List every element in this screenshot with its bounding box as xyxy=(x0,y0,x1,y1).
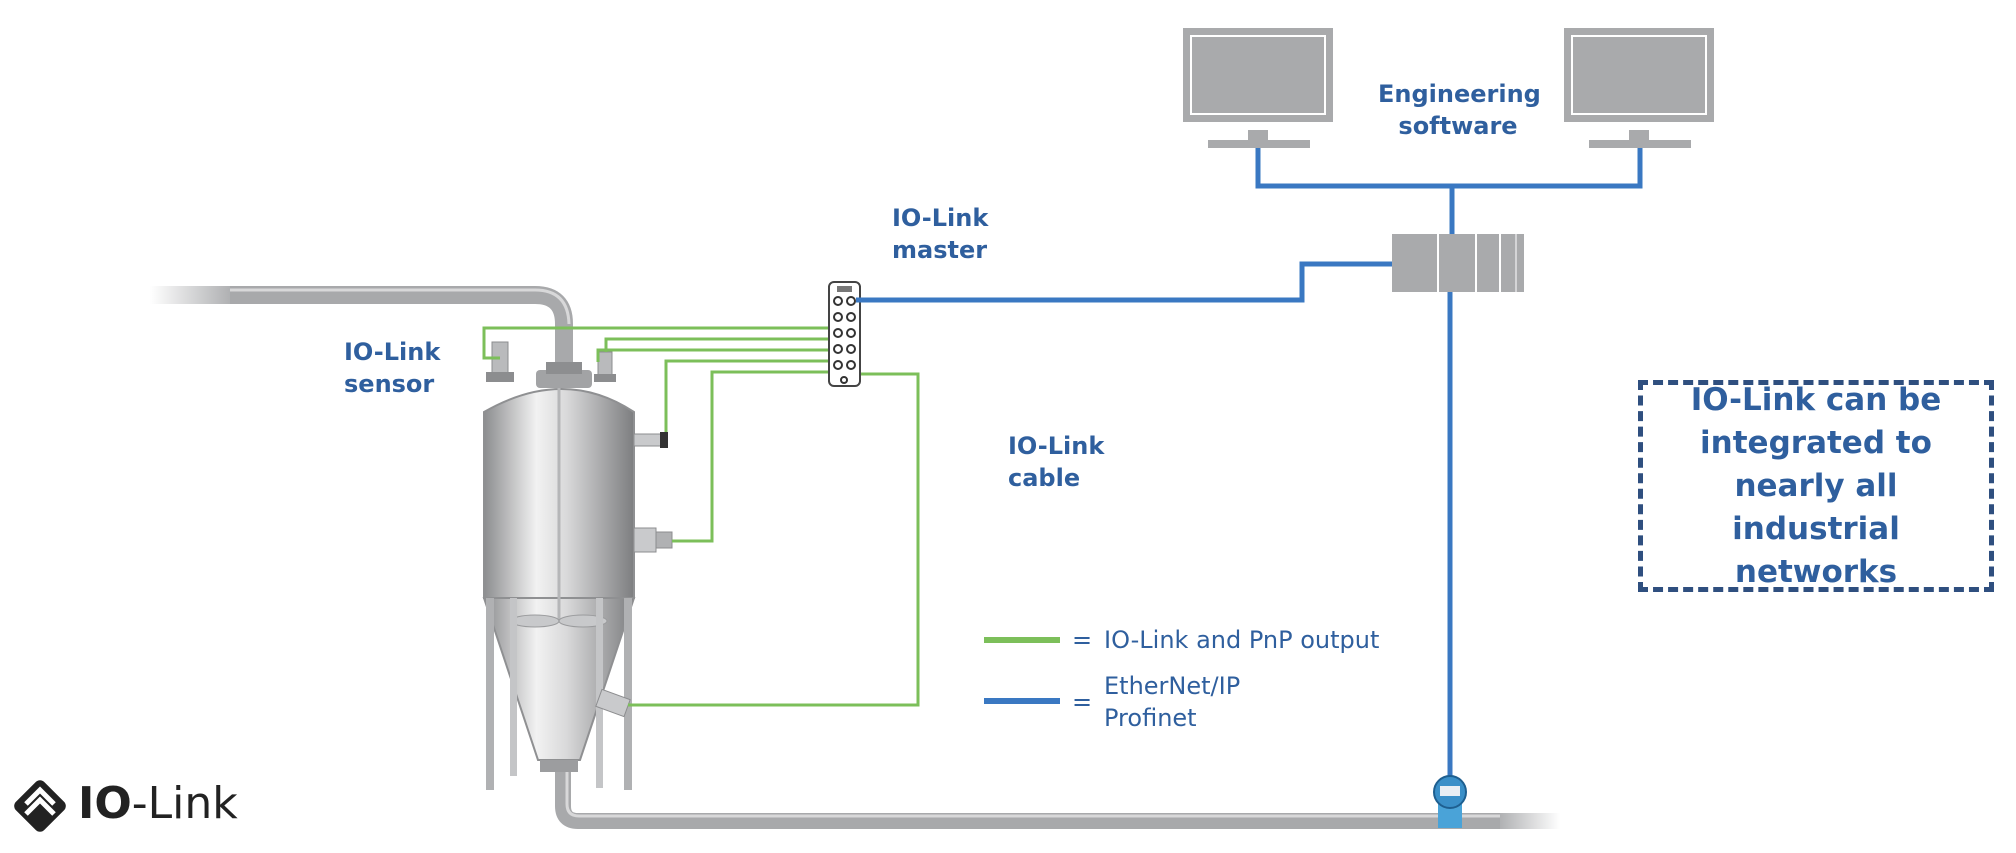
logo-wordmark-bold: IO xyxy=(78,777,132,829)
callout-text: IO-Link can be integrated to nearly all … xyxy=(1690,381,1942,590)
logo-wordmark-rest: -Link xyxy=(131,777,238,829)
monitor-right xyxy=(1564,28,1714,148)
io-link-logo-icon xyxy=(14,780,66,832)
label-io-link-master: IO-Link master xyxy=(892,204,989,264)
tank xyxy=(482,362,636,790)
logo-wordmark: IO-Link xyxy=(78,778,238,829)
callout-box: IO-Link can be integrated to nearly all … xyxy=(1638,380,1994,592)
label-engineering-software: Engineering software xyxy=(1378,80,1541,140)
label-io-link-sensor: IO-Link sensor xyxy=(344,338,441,398)
plc-controller xyxy=(1392,234,1524,292)
io-link-master xyxy=(828,281,861,387)
legend-green-text: IO-Link and PnP output xyxy=(1104,626,1380,654)
label-io-link-cable: IO-Link cable xyxy=(1008,432,1105,492)
monitor-left xyxy=(1183,28,1333,148)
legend-green-equals: = xyxy=(1072,626,1093,654)
legend-blue-equals: = xyxy=(1072,688,1093,716)
io-link-cables xyxy=(482,326,920,707)
io-link-sensors xyxy=(486,341,673,718)
io-link-logo: IO-Link xyxy=(16,776,238,830)
flow-meter xyxy=(1433,775,1467,828)
inlet-pipe xyxy=(150,286,573,372)
legend-blue-text: EtherNet/IP Profinet xyxy=(1104,672,1241,732)
outlet-pipe xyxy=(555,768,1560,829)
ethernet-network xyxy=(856,148,1643,792)
